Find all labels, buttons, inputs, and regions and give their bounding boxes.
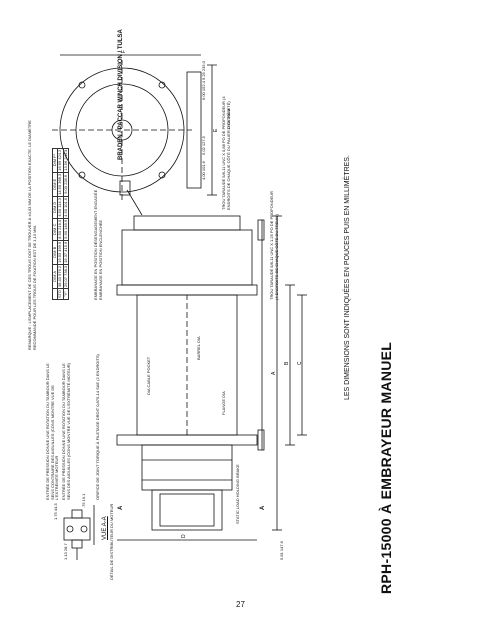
section-letter-a1: A bbox=[260, 505, 266, 510]
table-cell: 9.00 228.6 bbox=[63, 172, 69, 197]
dim-letter-a: A bbox=[271, 371, 277, 375]
dim-value-b: 4.00 101.6 bbox=[201, 161, 206, 180]
winch-drawing bbox=[52, 54, 307, 560]
cable-pocket-label: DIA CABLE POCKET bbox=[146, 356, 151, 395]
page-number: 27 bbox=[236, 600, 245, 609]
table-cell: "Y" bbox=[63, 288, 69, 300]
detail-view-title: VUE A-A bbox=[102, 516, 108, 540]
table-row: "Y" 29.07 738.3 16.37 415.6 5.90 149.9 4… bbox=[62, 148, 69, 300]
dim-value-f: 9.25 235.0 bbox=[201, 61, 206, 80]
port-note: ORIFICE DE JOINT TORIQUE À FILETAGE DROI… bbox=[95, 354, 100, 500]
dimension-table: DIM A DIM B DIM C DIM D DIM E DIM F* STD… bbox=[52, 148, 69, 300]
end-bearing-holes-note: TROU TARAUDÉ 5/8-11 UNC X 0,88 PO DE PRO… bbox=[221, 96, 231, 210]
detail-dim-3: 1.75 44.5 bbox=[53, 503, 58, 520]
clutch-position-label: EMBRAYAGE EN POSITION DÉSENGAGEMENT ENGA… bbox=[93, 189, 103, 300]
pressure-note-ccw: ENTRÉE DE PRESSION DONNE UNE ROTATION DU… bbox=[45, 363, 60, 500]
table-cell: 29.07 738.3 bbox=[62, 264, 69, 289]
barrel-dia-label: BARREL DIA bbox=[196, 336, 201, 360]
dim-letter-f: F bbox=[121, 49, 127, 53]
dim-letter-c: C bbox=[297, 361, 303, 365]
table-cell: 13.56 344.4 bbox=[62, 148, 69, 173]
dim-letter-e: E bbox=[213, 128, 219, 132]
static-load-brake-label: STATIC LOAD HOLDING BRAKE bbox=[235, 464, 240, 524]
remark-note: REMARQUE : L'EMPLACEMENT DE CES TROUS DO… bbox=[27, 120, 37, 350]
dim-letter-d: D bbox=[181, 534, 187, 538]
drum-brand-text: BRADEN / PACCAR WINCH DIVISION / TULSA bbox=[118, 29, 124, 160]
detail-dim-1: 1.13 28.7 bbox=[63, 543, 68, 560]
dim-value-e: 6.00 152.4 bbox=[201, 81, 206, 100]
table-cell: 16.37 415.6 bbox=[62, 240, 69, 265]
detail-view-caption: DÉTAIL DE DISTRIBUTEUR DU MOTEUR bbox=[109, 503, 114, 580]
section-letter-a2: A bbox=[118, 505, 124, 510]
dim-value-a: 5.81 147.6 bbox=[279, 541, 284, 560]
table-cell: 4.50 101.6 bbox=[62, 196, 69, 219]
valve-body bbox=[63, 517, 91, 541]
dim-letter-b: B bbox=[284, 361, 290, 365]
mounting-holes-note: TROU TARAUDÉ 5/8-11 UNC X 1.25 PO DE PRO… bbox=[269, 191, 279, 300]
rotated-drawing-area: RPH-15000 À EMBRAYEUR MANUEL LES DIMENSI… bbox=[22, 29, 402, 600]
dim-value-d: 12.00 304.8 bbox=[226, 108, 231, 130]
pressure-note-cw: ENTRÉE DE PRESSION DONNE UNE ROTATION DU… bbox=[61, 362, 71, 500]
flange-dia-label: FLANGE DIA bbox=[221, 391, 226, 415]
table-cell: 5.90 149.9 bbox=[62, 218, 69, 241]
dim-value-c: 5.02 127.5 bbox=[201, 136, 206, 155]
detail-dim-2: .75 19.1 bbox=[81, 493, 86, 508]
